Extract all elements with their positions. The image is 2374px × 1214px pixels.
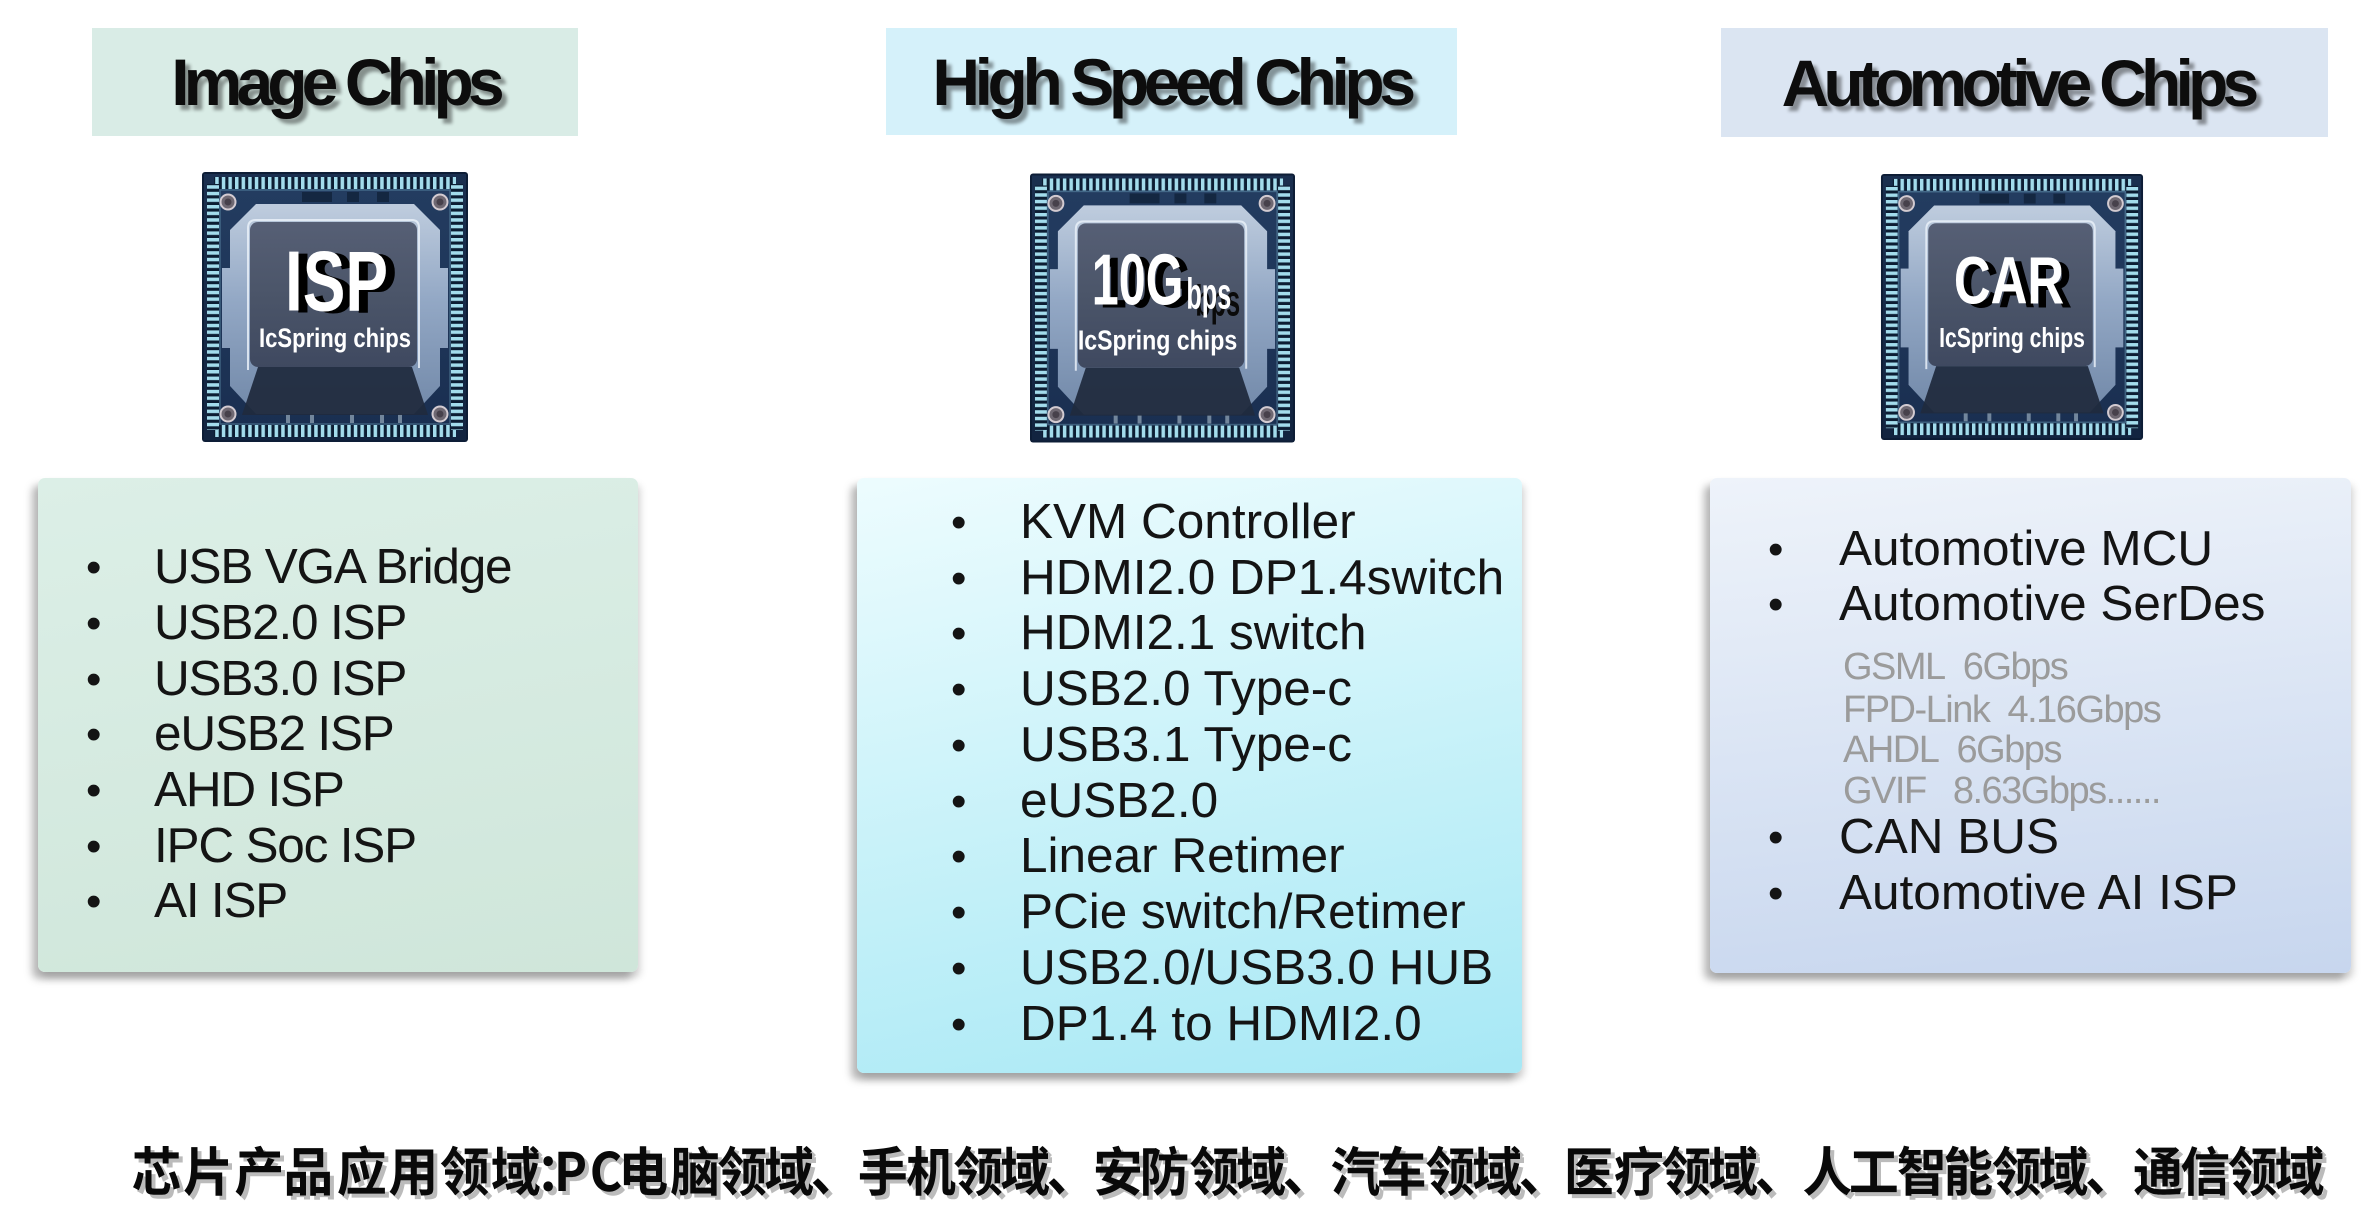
- svg-text:bps: bps: [1186, 269, 1231, 318]
- svg-text:ISP: ISP: [294, 237, 397, 332]
- svg-text:bps: bps: [1195, 276, 1240, 325]
- svg-text:ISP: ISP: [285, 235, 388, 330]
- svg-text:IcSpring chips: IcSpring chips: [259, 323, 411, 353]
- svg-text:CAR: CAR: [1954, 244, 2064, 319]
- svg-text:IcSpring chips: IcSpring chips: [1939, 322, 2085, 353]
- svg-text:10G: 10G: [1092, 240, 1184, 321]
- svg-text:CAR: CAR: [1962, 247, 2072, 322]
- svg-text:10G: 10G: [1100, 243, 1192, 324]
- svg-text:IcSpring chips: IcSpring chips: [1078, 324, 1237, 355]
